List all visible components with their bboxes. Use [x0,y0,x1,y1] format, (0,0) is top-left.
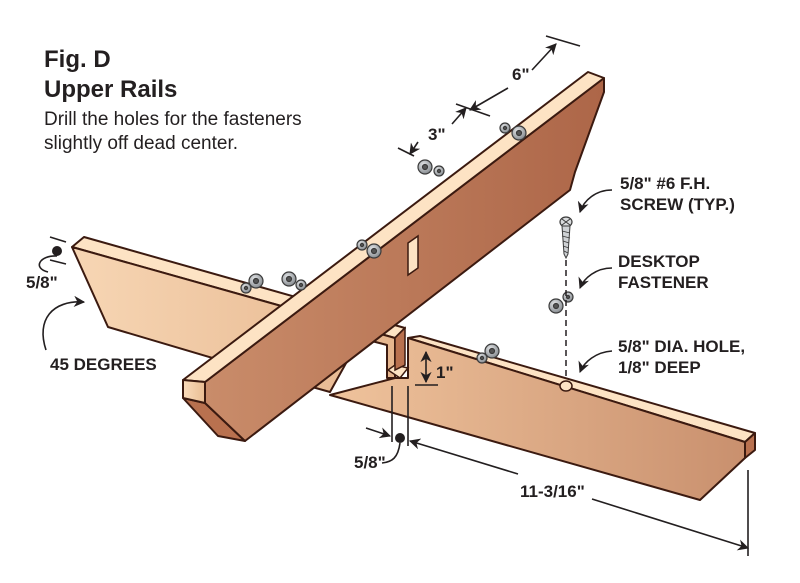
upper-rail [182,71,605,442]
fastener-5 [499,122,527,141]
upper-rail-end [182,379,206,404]
lower-rail-right [329,326,756,501]
dim-label-3in: 3" [428,125,446,144]
dim-3in-upper [451,107,467,125]
exploded-fastener [548,291,574,314]
fasteners [240,122,574,364]
dim-label-6in: 6" [512,65,530,84]
callout-hole-line-1: 5/8" DIA. HOLE, [618,337,746,356]
callout-screw-line-1: 5/8" #6 F.H. [620,174,711,193]
screw-assembly [559,216,573,392]
caption-line-1: Drill the holes for the fasteners [44,109,302,130]
dim-label-1in: 1" [436,363,454,382]
dim-label-length: 11-3/16" [520,482,585,501]
fastener-4 [417,159,445,177]
leader-notch-dot [381,442,401,464]
end-dot-marker [52,246,62,256]
figure-label: Fig. D [44,46,111,73]
upper-rail-face [204,77,605,442]
dim-label-notch-width: 5/8" [354,453,386,472]
upper-rail-notch [407,234,419,277]
callout-fastener-line-2: FASTENER [618,273,709,292]
leader-hole [578,350,613,374]
screw-icon [559,216,573,260]
leader-end-dot [38,255,58,273]
leader-45deg [42,295,86,351]
dim-length-left [408,438,519,475]
callout-fastener-line-1: DESKTOP [618,252,700,271]
leader-curves [38,189,613,464]
dim-3in-lower [409,141,421,155]
figure-title: Upper Rails [44,76,178,103]
fastener-3 [356,239,382,259]
leader-fastener [578,267,613,290]
dim-6in-lower [469,87,509,111]
dim-length-right [591,498,750,551]
dim-label-end-dot: 5/8" [26,273,58,292]
dim-6in-upper [531,43,557,71]
dimension-lines [49,35,750,556]
notch-dot-marker [395,433,405,443]
notch-floor [386,364,410,380]
callout-screw-line-2: SCREW (TYP.) [620,195,735,214]
lower-rail-right-end [744,432,756,459]
leader-screw [577,189,613,214]
hole-icon [559,380,573,392]
callout-hole-line-2: 1/8" DEEP [618,358,701,377]
fastener-2 [281,271,307,291]
dim-notch-left-arrow [365,427,392,439]
notch-wall [394,326,406,372]
dim-label-45deg: 45 DEGREES [50,355,157,374]
fastener-1 [240,273,264,294]
caption-line-2: slightly off dead center. [44,133,238,154]
fastener-6 [476,343,500,364]
